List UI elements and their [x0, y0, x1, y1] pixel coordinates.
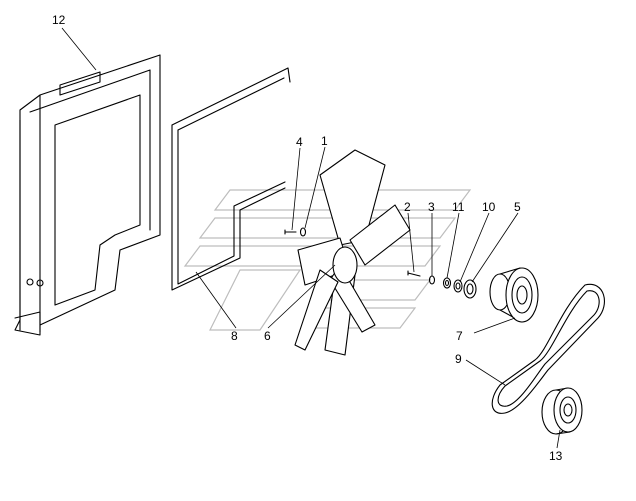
fastener-bolt-part-2 — [407, 270, 421, 277]
callout-12: 12 — [52, 13, 66, 27]
nut-part-11 — [442, 277, 452, 289]
washer-part-1 — [299, 227, 307, 237]
callout-9: 9 — [455, 352, 462, 366]
callout-7: 7 — [456, 329, 463, 343]
radiator-frame-part-12 — [14, 54, 161, 336]
seal-strip-part-8 — [171, 67, 291, 291]
callout-2: 2 — [404, 200, 411, 214]
callout-10: 10 — [482, 200, 496, 214]
callout-6: 6 — [264, 329, 271, 343]
callout-labels: 12 4 1 2 3 11 10 5 8 6 7 9 13 — [52, 13, 563, 463]
callout-3: 3 — [428, 200, 435, 214]
spacer-part-10 — [453, 279, 463, 293]
callout-1: 1 — [321, 134, 328, 148]
ring-part-5 — [463, 279, 477, 299]
fan-pulley-part-7 — [489, 267, 539, 323]
drive-belt-part-9 — [491, 283, 605, 414]
leader-lines — [61, 27, 561, 449]
callout-4: 4 — [296, 135, 303, 149]
crankshaft-pulley-part-13 — [541, 387, 583, 435]
fan-part-6 — [294, 149, 411, 356]
fastener-bolt-part-4 — [284, 229, 297, 235]
callout-13: 13 — [549, 449, 563, 463]
callout-8: 8 — [231, 329, 238, 343]
callout-5: 5 — [514, 200, 521, 214]
callout-11: 11 — [452, 200, 465, 214]
